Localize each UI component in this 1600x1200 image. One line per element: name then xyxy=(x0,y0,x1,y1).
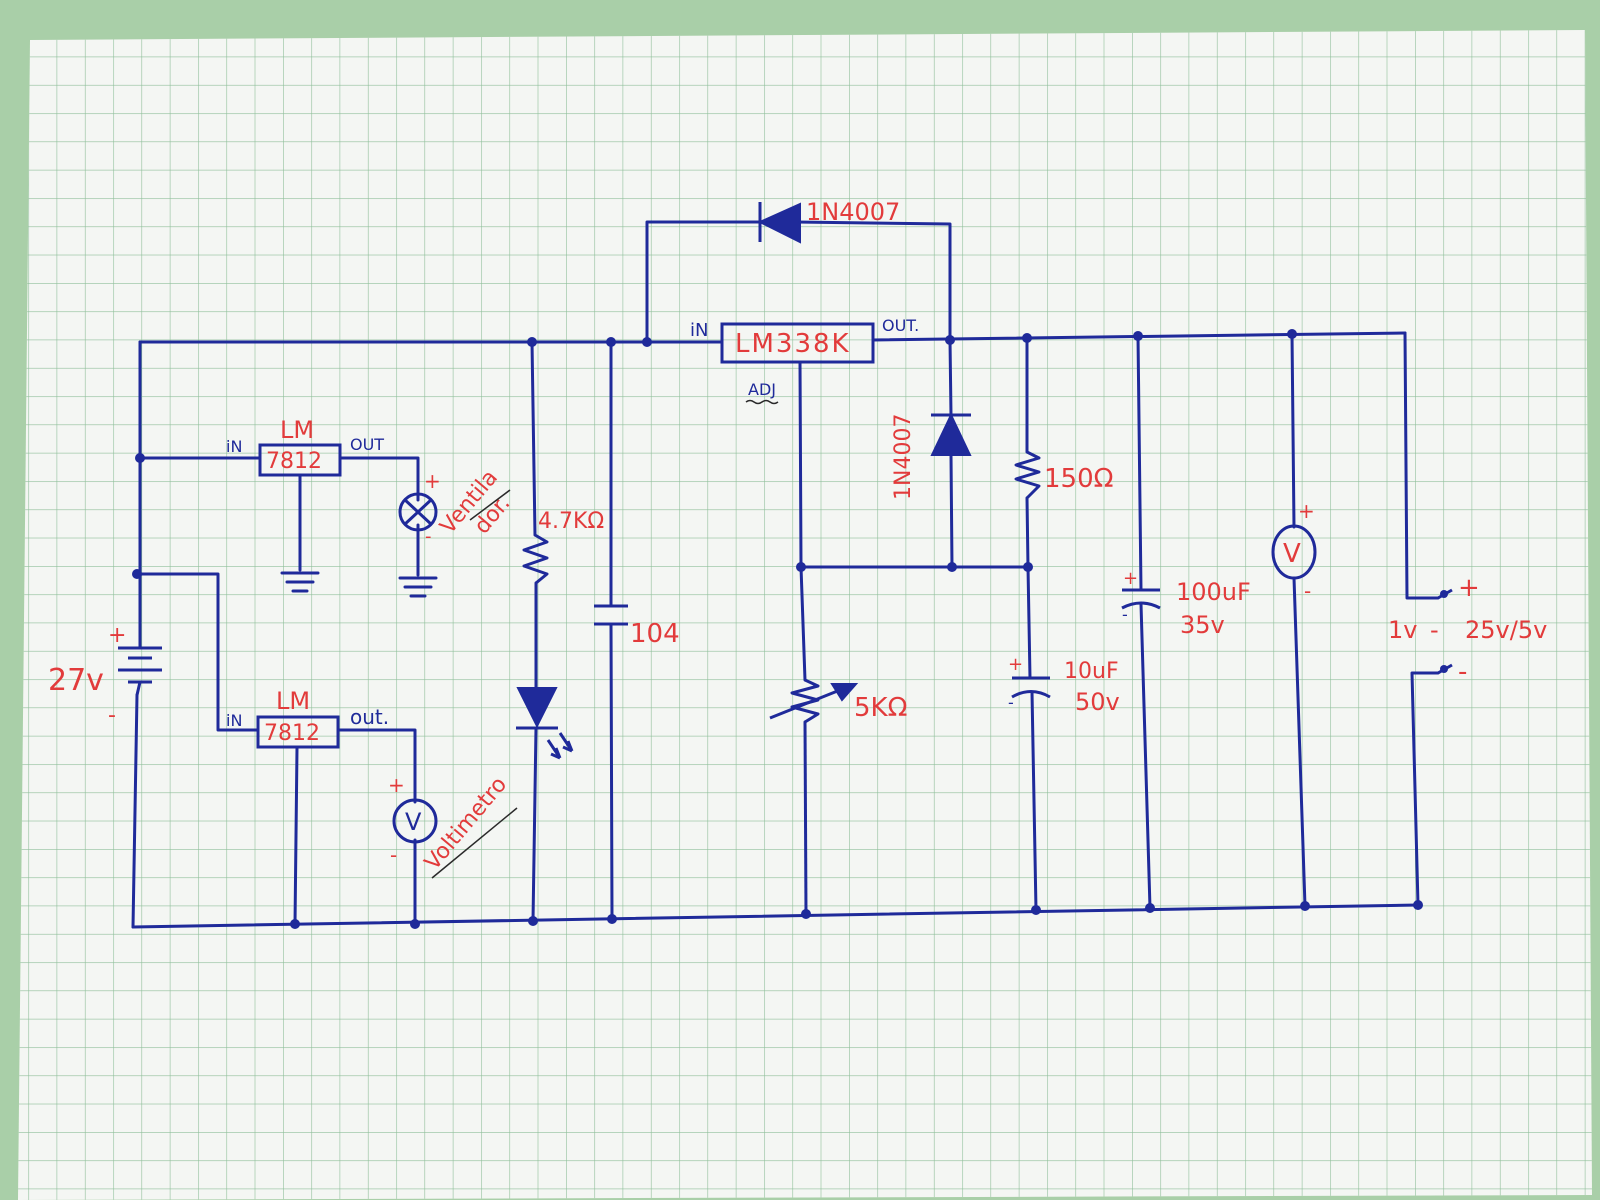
voltmeter-right-symbol: V xyxy=(1283,539,1301,569)
potentiometer-label: 5KΩ xyxy=(854,693,907,723)
capacitor-10uf-voltage: 50v xyxy=(1075,688,1120,716)
diode-1n4007-vertical: 1N4007 xyxy=(891,412,972,500)
lm7812-upper-out: OUT xyxy=(350,435,384,454)
voltimetro-underline xyxy=(431,807,518,879)
fan-label-underline xyxy=(469,489,511,521)
potentiometer-5k: 5KΩ xyxy=(769,678,907,724)
lm7812-upper-part: 7812 xyxy=(266,449,322,474)
capacitor-100uf-voltage: 35v xyxy=(1180,611,1225,639)
lm7812-lower: 7812 LM iN out. xyxy=(226,687,389,749)
lm7812-upper-in: iN xyxy=(226,437,242,456)
lm7812-lower-in: iN xyxy=(226,711,242,730)
lm7812-upper: 7812 LM iN OUT xyxy=(226,416,384,477)
svg-text:-: - xyxy=(390,843,397,867)
svg-text:+: + xyxy=(108,623,126,648)
lm338k-adj-label: ADJ xyxy=(748,380,776,399)
output-terminals: + - 1v - 25v/5v xyxy=(1388,573,1547,687)
led-indicator xyxy=(516,687,574,760)
resistor-150-label: 150Ω xyxy=(1044,464,1114,494)
lm338k-out-label: OUT. xyxy=(882,316,919,335)
svg-text:+: + xyxy=(1298,499,1315,523)
resistor-150: 150Ω xyxy=(1014,450,1114,500)
svg-text:-: - xyxy=(1430,616,1439,644)
lm338k-label: LM338K xyxy=(735,329,851,359)
capacitor-104-label: 104 xyxy=(630,619,680,649)
junction-dots xyxy=(132,329,1423,929)
svg-text:-: - xyxy=(108,703,116,728)
diode-top-label: 1N4007 xyxy=(806,198,900,226)
capacitor-100uf: + - 100uF 35v xyxy=(1121,568,1251,639)
svg-text:+: + xyxy=(1123,568,1138,589)
lm7812-lower-top: LM xyxy=(276,687,310,715)
resistor-4k7: 4.7KΩ xyxy=(522,509,604,585)
lm338k-in-label: iN xyxy=(690,320,708,341)
svg-text:-: - xyxy=(1122,605,1128,624)
svg-text:+: + xyxy=(1008,654,1023,675)
wires xyxy=(131,220,1440,929)
svg-text:+: + xyxy=(1458,573,1480,603)
resistor-4k7-label: 4.7KΩ xyxy=(538,509,604,534)
svg-text:-: - xyxy=(1008,693,1014,712)
battery-label: 27v xyxy=(48,663,104,698)
voltmeter-left-symbol: V xyxy=(405,808,422,836)
ground-symbol-upper-7812 xyxy=(280,571,320,593)
capacitor-100uf-value: 100uF xyxy=(1176,578,1251,606)
lm7812-lower-out: out. xyxy=(350,705,389,729)
lm338k-regulator: LM338K iN OUT. ADJ xyxy=(690,316,919,405)
svg-text:+: + xyxy=(388,773,405,797)
voltmeter-right: V + - xyxy=(1271,499,1317,603)
diode-1n4007-top: 1N4007 xyxy=(757,198,900,244)
capacitor-104: 104 xyxy=(594,604,680,649)
svg-text:-: - xyxy=(425,526,432,547)
svg-text:-: - xyxy=(1304,579,1311,603)
output-range-low: 1v xyxy=(1388,616,1417,644)
graph-paper xyxy=(18,30,1592,1200)
output-range-high: 25v/5v xyxy=(1465,616,1547,644)
ground-symbol-fan xyxy=(398,576,438,598)
svg-text:-: - xyxy=(1458,657,1467,687)
capacitor-10uf: + - 10uF 50v xyxy=(1008,654,1120,716)
voltmeter-left: V + - xyxy=(388,773,438,867)
diode-vertical-label: 1N4007 xyxy=(891,414,916,500)
lm7812-upper-top: LM xyxy=(280,416,314,444)
capacitor-10uf-value: 10uF xyxy=(1064,659,1119,684)
lm7812-lower-part: 7812 xyxy=(264,721,320,746)
svg-text:+: + xyxy=(424,469,441,493)
battery-27v: + - 27v xyxy=(48,623,162,728)
fan-motor-icon: + - xyxy=(398,469,441,547)
